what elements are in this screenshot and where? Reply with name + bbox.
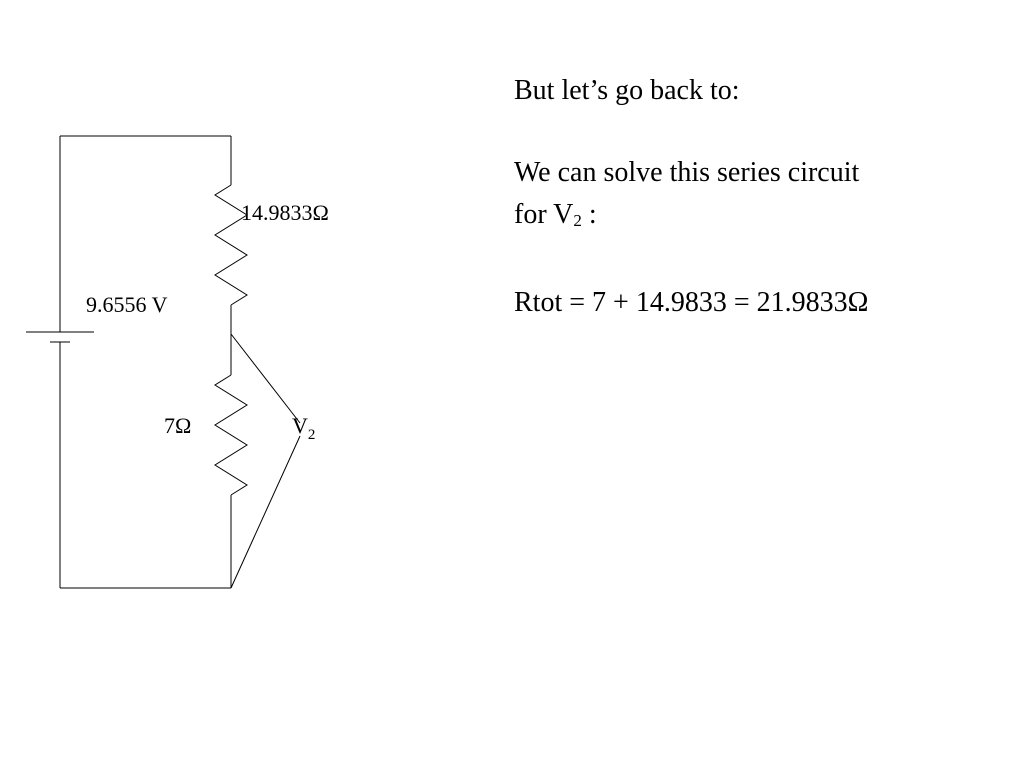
text-line-intro: But let’s go back to: — [514, 75, 740, 106]
voltage-label-main: V — [292, 413, 308, 438]
text-line-rtot: Rtot = 7 + 14.9833 = 21.9833Ω — [514, 287, 869, 318]
resistor-top-zigzag — [214, 184, 248, 306]
v-subscript: 2 — [573, 211, 582, 230]
text-line-solve: We can solve this series circuit — [514, 157, 860, 188]
voltage-probe-upper — [230, 333, 301, 424]
voltage-label: V2 — [292, 413, 315, 443]
resistor-top-label: 14.9833Ω — [241, 200, 329, 225]
slide-text-block: But let’s go back to: We can solve this … — [514, 70, 974, 324]
text-line-for-v2: for V2 : — [514, 194, 974, 242]
resistor-bottom-label: 7Ω — [164, 413, 191, 438]
resistor-bottom-zigzag — [214, 374, 248, 496]
voltage-probe-lower — [230, 435, 301, 589]
for-prefix: for — [514, 199, 554, 230]
for-suffix: : — [581, 199, 597, 230]
voltage-label-sub: 2 — [308, 427, 316, 443]
source-voltage-label: 9.6556 V — [86, 292, 168, 317]
paragraph-gap — [514, 112, 974, 152]
paragraph-gap-2 — [514, 242, 974, 282]
v-variable: V — [553, 199, 574, 230]
